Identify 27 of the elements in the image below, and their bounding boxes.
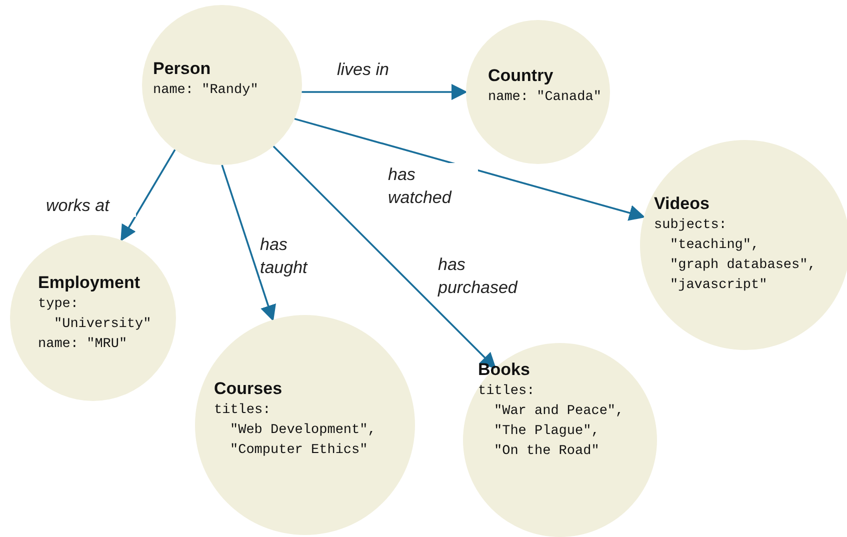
entity-name: Employment — [38, 272, 142, 294]
property-text: "teaching", — [669, 237, 760, 255]
property-text: type: — [38, 296, 80, 314]
property-text: name: "Randy" — [153, 82, 258, 100]
entity-name: Books — [478, 359, 531, 381]
property-text: "javascript" — [669, 277, 768, 295]
property-text: titles: — [478, 383, 536, 401]
property-text: subjects: — [654, 217, 728, 235]
arrow — [294, 118, 646, 221]
property-text: "On the Road" — [493, 443, 600, 461]
property-text: "graph databases", — [669, 257, 816, 275]
entity-name: Courses — [214, 378, 284, 400]
property-text: "Computer Ethics" — [229, 442, 369, 460]
property-text: "War and Peace", — [493, 403, 624, 421]
property-text: name: "Canada" — [488, 89, 602, 107]
property-text: "Web Development", — [229, 422, 376, 440]
entity-name: Person — [153, 58, 212, 80]
arrow — [302, 84, 468, 100]
property-text: titles: — [214, 402, 272, 420]
arrow — [272, 146, 496, 370]
entity-name: Country — [488, 65, 554, 87]
arrow — [221, 164, 276, 322]
property-text: "The Plague", — [493, 423, 600, 441]
arrow — [120, 149, 176, 242]
property-text: name: "MRU" — [38, 336, 128, 354]
entity-name: Videos — [654, 193, 710, 215]
property-text: "University" — [53, 316, 152, 334]
